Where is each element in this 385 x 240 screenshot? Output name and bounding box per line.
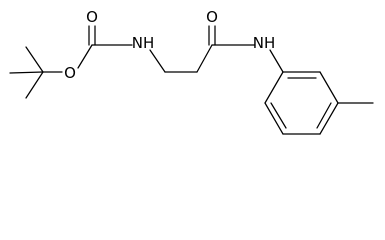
carbamate-nh-label: NH	[132, 34, 155, 52]
amide-nh-label: NH	[253, 34, 276, 52]
bond-ch2-to-amide-carbonyl-carbon	[196, 44, 213, 73]
bond-carbamate-nh-to-ch2	[149, 49, 166, 73]
bond-ring-inner-right	[316, 102, 332, 129]
bond-tbu-methyl-top	[25, 46, 44, 73]
atom-label-layer: O O NH O NH	[64, 8, 275, 82]
bond-ring-2-3	[319, 71, 339, 104]
bond-ring-inner-left	[270, 102, 287, 129]
bond-ring-6-1	[264, 71, 284, 104]
bond-tbu-methyl-bottom	[25, 71, 44, 99]
carbamate-carbonyl-oxygen-label: O	[86, 8, 98, 26]
bond-layer	[9, 25, 374, 135]
bond-ring-3-4	[319, 102, 339, 135]
bond-ether-oxygen-to-carbonyl-carbon	[77, 44, 93, 69]
bond-amide-nh-to-ring	[269, 49, 284, 73]
amide-carbonyl-oxygen-label: O	[206, 8, 218, 26]
carbamate-ether-oxygen-label: O	[64, 64, 76, 82]
bond-tbu-methyl-left	[9, 71, 44, 74]
bond-ring-5-6	[264, 102, 284, 135]
molecule-structure: O O NH O NH	[9, 8, 374, 135]
